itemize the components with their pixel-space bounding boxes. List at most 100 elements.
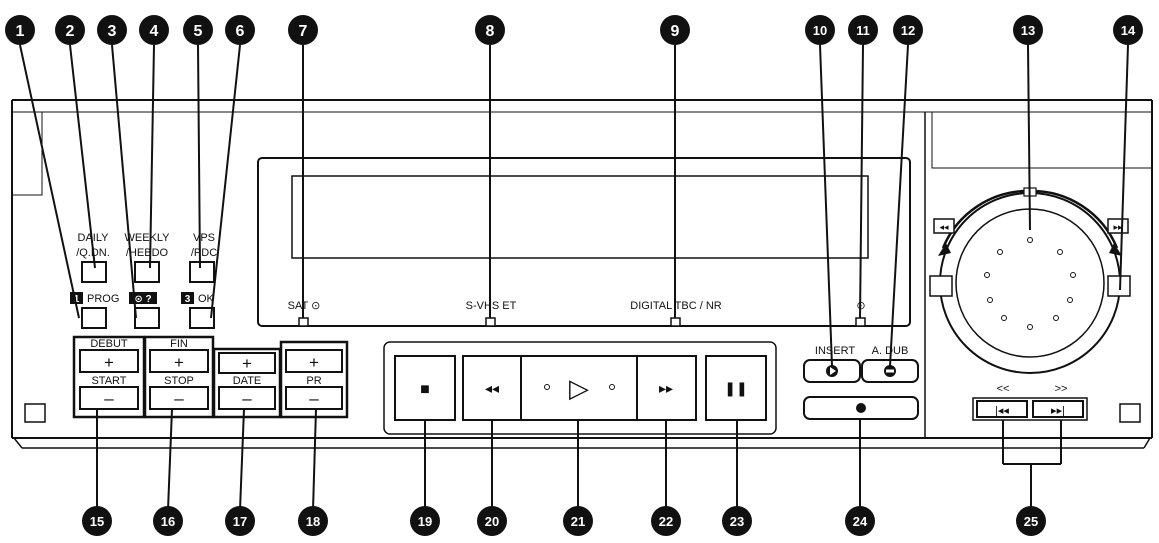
clock-help-button[interactable] — [134, 307, 160, 329]
svg-text:9: 9 — [671, 23, 680, 40]
jog-dial[interactable] — [955, 208, 1105, 358]
callout-badges: 1 2 3 4 5 6 7 8 9 10 11 12 13 14 15 16 1… — [5, 15, 1143, 536]
svg-text:3: 3 — [108, 23, 117, 40]
svg-text:8: 8 — [486, 23, 495, 40]
callout-9: 9 — [660, 15, 690, 45]
stop-rocker-bottom-label: STOP — [164, 375, 194, 387]
start-plus-glyph: + — [104, 353, 114, 372]
shuttle-grip-right — [1107, 275, 1131, 297]
stop-icon: ■ — [420, 381, 430, 398]
callout-1: 1 — [5, 15, 35, 45]
svg-text:17: 17 — [233, 514, 247, 529]
weekly-button[interactable] — [134, 261, 160, 283]
adub-minus-glyph — [886, 369, 894, 373]
insert-label: INSERT — [815, 345, 855, 357]
skip-keys: << >> |◂◂ ▸▸| — [972, 383, 1088, 421]
pr-rocker-label: PR — [306, 375, 321, 387]
shuttle-rewind-icon: ◂◂ — [939, 222, 949, 232]
callout-18: 18 — [298, 506, 328, 536]
callout-16: 16 — [153, 506, 183, 536]
svg-text:4: 4 — [150, 23, 159, 40]
skip-key-frame — [972, 397, 1088, 421]
play-right-dot — [609, 384, 615, 390]
svg-text:10: 10 — [813, 23, 827, 38]
date-plus-button[interactable] — [218, 352, 276, 374]
svg-text:25: 25 — [1024, 514, 1038, 529]
stop-plus-button[interactable] — [149, 349, 209, 373]
shuttle-arrow-right — [1029, 189, 1119, 249]
callout-13: 13 — [1013, 15, 1043, 45]
pause-icon: ❚❚ — [724, 380, 747, 397]
callout-2: 2 — [55, 15, 85, 45]
callout-7: 7 — [288, 15, 318, 45]
skip-back-button[interactable] — [976, 400, 1028, 418]
skip-back-icon: |◂◂ — [995, 405, 1009, 417]
callout-12: 12 — [893, 15, 923, 45]
svg-text:7: 7 — [299, 23, 308, 40]
pause-button[interactable] — [705, 355, 767, 421]
svg-text:14: 14 — [1121, 23, 1136, 38]
svg-text:5: 5 — [194, 23, 203, 40]
timer-keys: DAILY /Q.DN. WEEKLY /HEBDO VPS /PDC 1 PR… — [70, 232, 217, 329]
skip-forward-button[interactable] — [1032, 400, 1084, 418]
rocker-keys: DEBUT + START – FIN + STOP – + DATE – + … — [72, 335, 349, 419]
rewind-button[interactable] — [462, 355, 522, 421]
callout-8: 8 — [475, 15, 505, 45]
vps-button[interactable] — [189, 261, 215, 283]
transport-panel: ■ ◂◂ ▷ ▸▸ ❚❚ — [383, 341, 777, 435]
svg-text:20: 20 — [485, 514, 499, 529]
rewind-icon: ◂◂ — [485, 380, 499, 396]
insert-play-glyph — [830, 367, 836, 375]
start-minus-button[interactable] — [79, 386, 139, 410]
prog-button[interactable] — [81, 307, 107, 329]
svhs-indicator-label: S-VHS ET — [466, 300, 517, 312]
svg-text:13: 13 — [1021, 23, 1035, 38]
callout-11: 11 — [848, 15, 878, 45]
svg-text:2: 2 — [66, 23, 75, 40]
callout-10: 10 — [805, 15, 835, 45]
stop-minus-button[interactable] — [149, 386, 209, 410]
callout-21: 21 — [563, 506, 593, 536]
start-rocker-bottom-label: START — [91, 375, 126, 387]
ok-number: 3 — [185, 294, 191, 305]
pr-minus-glyph: – — [309, 389, 319, 408]
ok-button[interactable] — [189, 307, 215, 329]
callout-leader-lines — [19, 44, 1129, 511]
start-rocker-top-label: DEBUT — [90, 338, 128, 350]
timer-indicator-lamp — [855, 317, 866, 327]
shuttle-rewind-badge — [933, 218, 955, 234]
callout-22: 22 — [651, 506, 681, 536]
start-plus-button[interactable] — [79, 349, 139, 373]
callout-5: 5 — [183, 15, 213, 45]
callout-14: 14 — [1113, 15, 1143, 45]
svg-text:6: 6 — [236, 23, 245, 40]
shuttle-forward-icon: ▸▸ — [1113, 222, 1123, 232]
callout-24: 24 — [845, 506, 875, 536]
skip-back-arrows: << — [997, 383, 1010, 395]
shuttle-grip-left — [929, 275, 953, 297]
callout-15: 15 — [82, 506, 112, 536]
fast-forward-button[interactable] — [636, 355, 697, 421]
clock-help-badge — [129, 292, 157, 304]
edit-keys: INSERT A. DUB — [803, 345, 919, 420]
svg-text:12: 12 — [901, 23, 915, 38]
pr-plus-glyph: + — [309, 353, 319, 372]
start-minus-glyph: – — [104, 389, 114, 408]
skip-forward-icon: ▸▸| — [1051, 405, 1065, 417]
date-minus-button[interactable] — [218, 386, 276, 410]
date-plus-glyph: + — [242, 354, 252, 373]
record-icon — [856, 403, 866, 413]
stop-plus-glyph: + — [174, 353, 184, 372]
panel-body — [11, 99, 1153, 449]
date-minus-glyph: – — [242, 389, 252, 408]
shuttle-arrowhead-right — [1109, 243, 1122, 256]
svg-text:15: 15 — [90, 514, 104, 529]
vps-label: VPS — [193, 232, 215, 244]
shuttle-arrowhead-left — [938, 243, 951, 256]
pr-minus-button[interactable] — [285, 386, 343, 410]
shuttle-arrow-left — [941, 189, 1031, 249]
ok-label: OK — [198, 293, 215, 305]
callout-19: 19 — [410, 506, 440, 536]
callout-17: 17 — [225, 506, 255, 536]
pr-plus-button[interactable] — [285, 349, 343, 373]
